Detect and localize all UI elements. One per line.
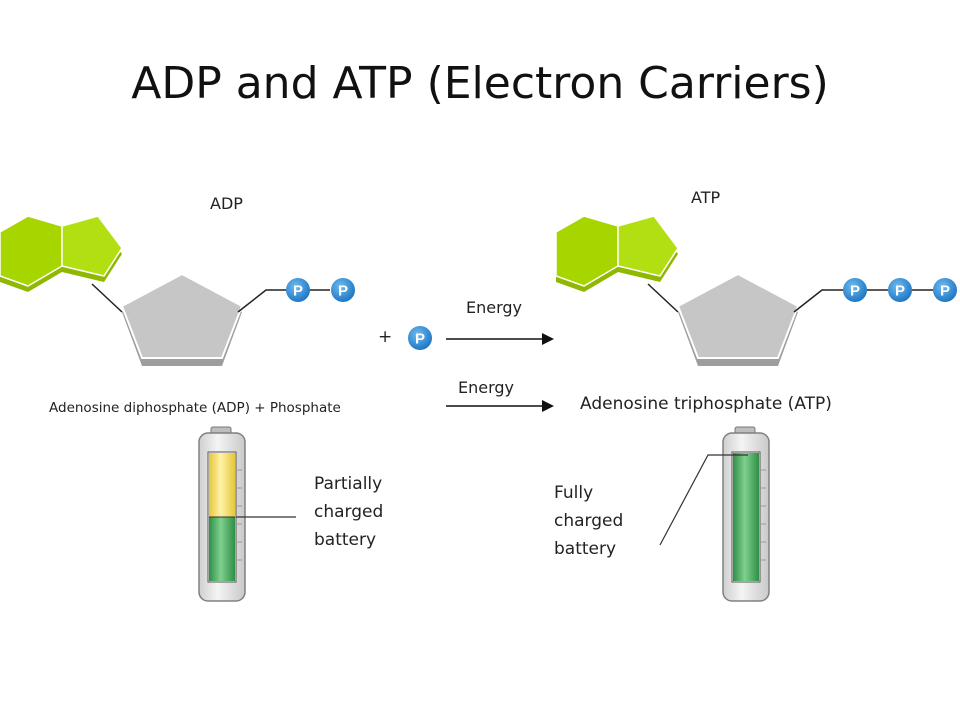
ribose-phosphate-bond [237,289,288,313]
adp-label: ADP [210,194,243,213]
ribose-sugar [676,272,800,366]
partial-battery [198,426,296,602]
energy-label-top: Energy [466,298,523,317]
slide-title: ADP and ATP (Electron Carriers) [131,58,829,109]
adenine-ribose-bond [647,283,679,313]
battery-ticks [236,469,242,561]
phosphate-letter: P [415,331,425,348]
energy-label-bottom: Energy [458,378,515,397]
atp-phosphate-3: P [933,278,957,302]
phosphate-letter: P [338,283,348,300]
full-battery [659,426,770,602]
atp-phosphate-2: P [888,278,912,302]
ribose-phosphate-bond [793,289,844,313]
label-line: battery [554,539,617,559]
adp-phosphate-1: P [286,278,310,302]
atp-label: ATP [691,188,721,207]
phosphate-letter: P [850,283,860,300]
battery-empty-level [209,453,235,517]
label-line: Fully [554,483,594,503]
battery-charge-level [209,517,235,581]
label-line: charged [314,502,384,522]
adp-caption: Adenosine diphosphate (ADP) + Phosphate [49,400,341,416]
plus-sign: + [378,327,393,347]
partial-battery-label: Partially charged battery [314,470,383,554]
label-line: charged [554,511,624,531]
phosphate-letter: P [293,283,303,300]
full-battery-label: Fully charged battery [554,479,623,563]
atp-caption: Adenosine triphosphate (ATP) [580,394,832,414]
adp-phosphate-2: P [331,278,355,302]
free-phosphate: P [408,326,432,350]
adenine-base [555,215,679,292]
ribose-sugar [120,272,244,366]
phosphate-letter: P [940,283,950,300]
adenine-ribose-bond [91,283,123,313]
label-line: battery [314,530,377,550]
battery-charge-level [733,453,759,581]
adp-molecule: P P [0,215,355,366]
battery-ticks [760,469,766,561]
atp-molecule: P P P [555,215,957,366]
adenine-base [0,215,123,292]
atp-phosphate-1: P [843,278,867,302]
full-battery-leader [659,454,748,546]
phosphate-letter: P [895,283,905,300]
label-line: Partially [314,474,383,494]
